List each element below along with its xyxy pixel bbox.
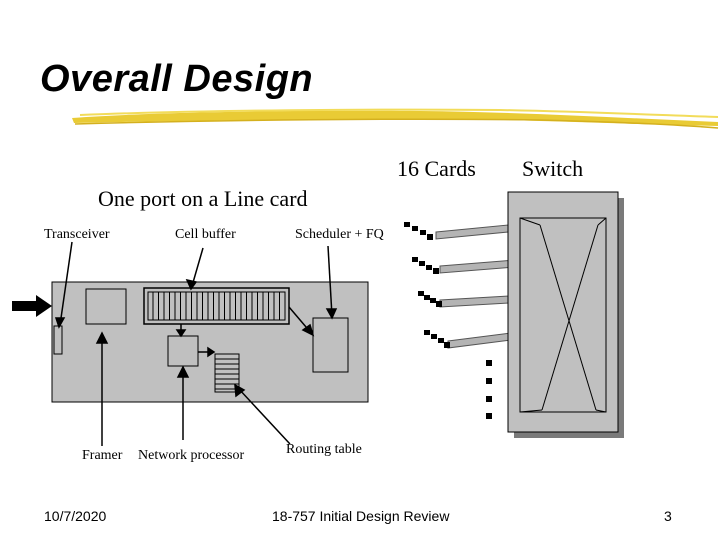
label-scheduler: Scheduler + FQ: [295, 227, 384, 242]
footer-center-text: 18-757 Initial Design Review: [272, 508, 450, 524]
line-card-heading: One port on a Line card: [98, 186, 308, 211]
switch-box: [507, 191, 624, 438]
input-arrow: [12, 295, 52, 317]
scheduler-box: [312, 317, 349, 373]
cell-buffer-box: [143, 287, 290, 325]
label-cell-buffer: Cell buffer: [175, 227, 236, 242]
label-framer: Framer: [82, 448, 123, 463]
cable-2: [412, 257, 517, 274]
framer-box: [85, 288, 127, 325]
cable-1: [404, 222, 509, 240]
transceiver-box: [53, 325, 63, 355]
label-transceiver: Transceiver: [44, 227, 110, 242]
header-cards: 16 Cards: [397, 156, 476, 181]
slide-title: Overall Design: [40, 58, 314, 100]
network-processor-box: [167, 335, 199, 367]
label-network-processor: Network processor: [138, 448, 245, 463]
cable-continuation-dots: [486, 360, 492, 419]
header-switch: Switch: [522, 156, 584, 181]
footer-date: 10/7/2020: [44, 508, 107, 524]
page-number: 3: [664, 508, 672, 524]
label-routing-table: Routing table: [286, 442, 362, 457]
pointer-lines: [54, 241, 338, 446]
title-underline: [72, 108, 719, 129]
